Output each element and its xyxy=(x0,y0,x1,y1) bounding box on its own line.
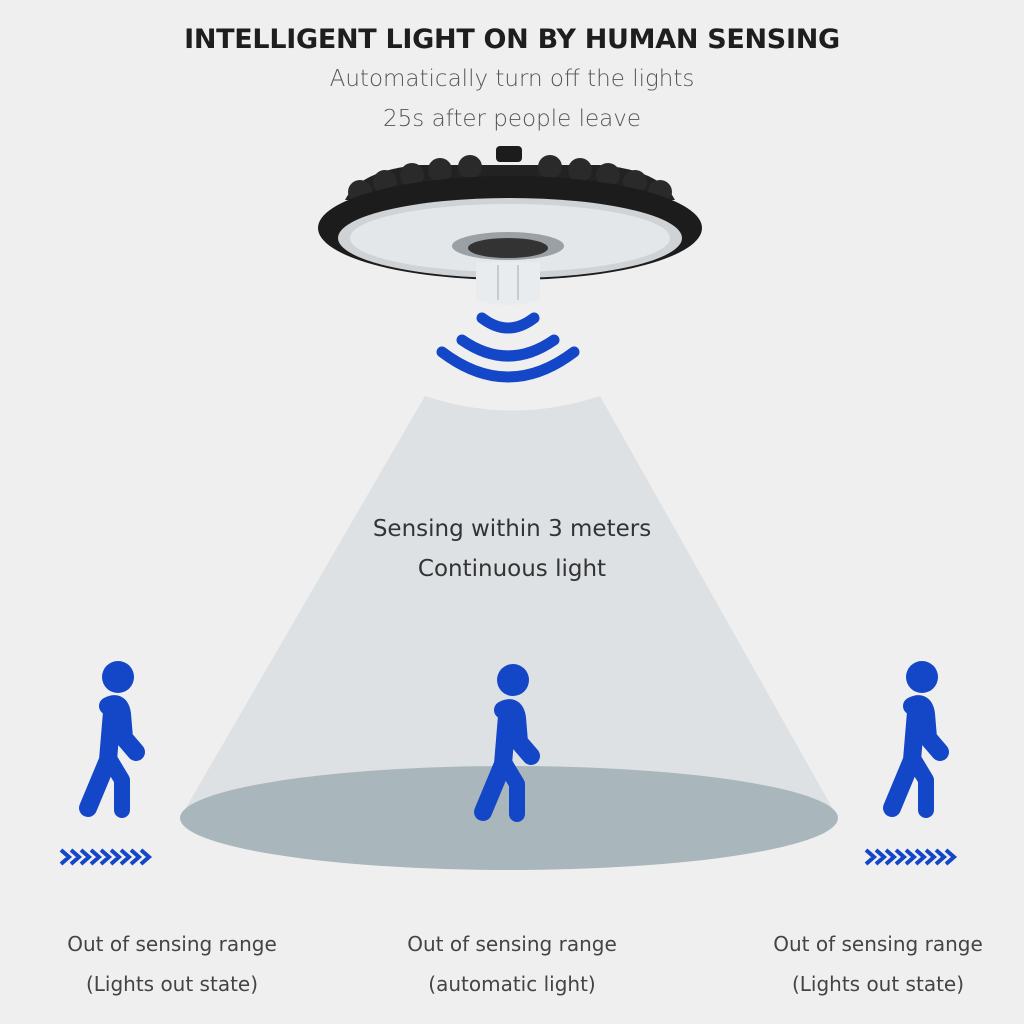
caption-center: Out of sensing range (automatic light) xyxy=(382,924,642,1004)
walking-person-icon-left xyxy=(79,661,145,818)
chevron-arrows-icon-right xyxy=(864,848,958,866)
chevron-arrows-icon-left xyxy=(59,848,153,866)
subtitle-line-2: 25s after people leave xyxy=(383,106,641,132)
caption-left-line-1: Out of sensing range xyxy=(67,932,277,956)
cone-label-line-2: Continuous light xyxy=(417,556,607,582)
subtitle-line-1: Automatically turn off the lights xyxy=(329,66,695,92)
caption-right-line-1: Out of sensing range xyxy=(773,932,983,956)
sensing-cone xyxy=(180,396,838,818)
ufo-high-bay-lamp-icon xyxy=(318,146,702,305)
caption-center-line-1: Out of sensing range xyxy=(407,932,617,956)
cone-label-line-1: Sensing within 3 meters xyxy=(372,516,652,542)
caption-right-line-2: (Lights out state) xyxy=(791,972,965,996)
caption-center-line-2: (automatic light) xyxy=(428,972,596,996)
walking-person-icon-center xyxy=(474,664,540,822)
caption-left-line-2: (Lights out state) xyxy=(85,972,259,996)
sensor-wave-icon xyxy=(436,312,580,383)
page-title: INTELLIGENT LIGHT ON BY HUMAN SENSING xyxy=(184,24,840,55)
caption-left: Out of sensing range (Lights out state) xyxy=(42,924,302,1004)
floor-sensing-area xyxy=(180,766,838,870)
caption-right: Out of sensing range (Lights out state) xyxy=(748,924,1008,1004)
walking-person-icon-right xyxy=(883,661,949,818)
